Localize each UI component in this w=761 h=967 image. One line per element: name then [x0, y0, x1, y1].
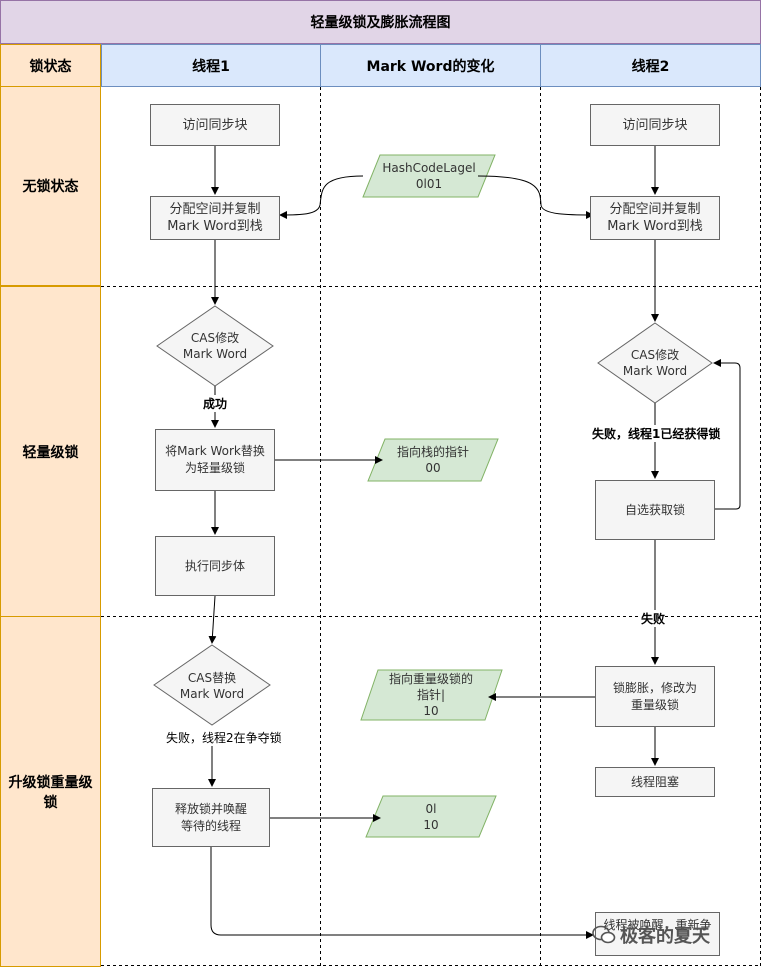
t1-execute-sync: 执行同步体	[155, 536, 275, 596]
t2-inflate-heavy: 锁膨胀，修改为 重量级锁	[595, 666, 715, 727]
t2-access-block: 访问同步块	[590, 104, 720, 146]
t2-fail-label: 失败，线程1已经获得锁	[592, 425, 721, 442]
t2-spin-acquire: 自选获取锁	[595, 480, 715, 540]
header-thread2: 线程2	[540, 44, 761, 87]
t1-cas-replace-diamond	[153, 644, 271, 726]
diagram-title: 轻量级锁及膨胀流程图	[0, 0, 761, 44]
t2-alloc-copy: 分配空间并复制 Mark Word到栈	[590, 196, 720, 240]
row-inflate: 升级锁重量级锁	[0, 616, 101, 967]
markword-released-shape	[365, 795, 497, 838]
markword-hashcode-shape	[362, 154, 496, 198]
t2-cas-modify-label: CAS修改 Mark Word	[622, 348, 688, 378]
header-markword: Mark Word的变化	[320, 44, 541, 87]
markword-heavyptr-shape	[360, 669, 503, 721]
row-lightweight: 轻量级锁	[0, 286, 101, 617]
header-thread1: 线程1	[101, 44, 321, 87]
t1-release-wake: 释放锁并唤醒 等待的线程	[152, 788, 270, 847]
markword-heavy-pointer: 指向重量级锁的 指针| 10	[388, 672, 473, 718]
t2-woken: 线程被唤醒，重新争	[595, 912, 720, 956]
markword-stackptr-shape	[367, 438, 499, 482]
wechat-icon	[592, 925, 616, 944]
markword-hashcode: HashCodeLagel 0l01	[382, 161, 476, 191]
watermark-text: 极客的夏天	[620, 926, 710, 947]
t1-cas-replace-label: CAS替换 Mark Word	[179, 671, 245, 701]
t1-fail-label: 失败，线程2在争夺锁	[166, 729, 282, 746]
watermark: 极客的夏天	[592, 922, 710, 948]
t1-cas-modify-label: CAS修改 Mark Word	[182, 331, 248, 361]
t1-success-label: 成功	[203, 395, 228, 412]
t2-fail2-label: 失败	[641, 610, 666, 627]
t1-access-block: 访问同步块	[150, 104, 280, 146]
t1-alloc-copy: 分配空间并复制 Mark Word到栈	[150, 196, 280, 240]
t1-replace-lightweight: 将Mark Work替换 为轻量级锁	[155, 429, 275, 491]
t2-blocked: 线程阻塞	[595, 767, 715, 797]
row-unlocked: 无锁状态	[0, 86, 101, 286]
markword-stack-pointer: 指向栈的指针 00	[396, 445, 469, 475]
markword-released: 0l 10	[423, 801, 439, 832]
